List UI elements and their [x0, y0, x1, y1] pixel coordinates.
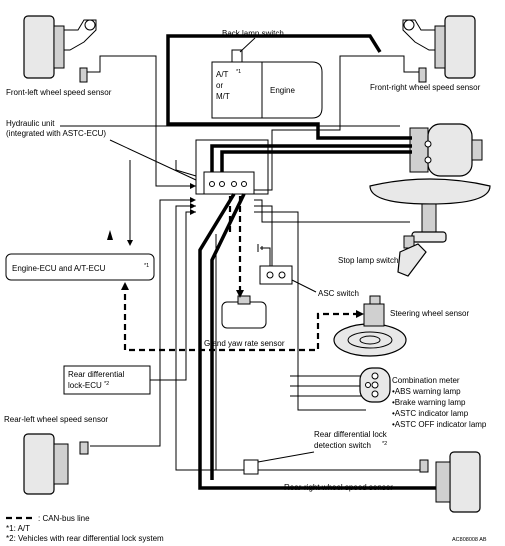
can-bus-lines: [121, 196, 364, 352]
steering-wheel-sensor-label: Steering wheel sensor: [390, 309, 469, 318]
combo-item-abs: •ABS warning lamp: [392, 387, 461, 396]
combo-item-astc-off: •ASTC OFF indicator lamp: [392, 420, 487, 429]
rear-left-wheel: [23, 433, 89, 495]
steering-wheel-sensor: [333, 295, 407, 357]
rear-right-wheel: [419, 451, 481, 513]
at-footnote-mark: *1: [236, 69, 241, 75]
rear-diff-ecu-label-1: Rear differential: [68, 370, 125, 379]
rear-diff-ecu-footnote-mark: *2: [104, 381, 109, 387]
front-right-sensor-label: Front-right wheel speed sensor: [370, 83, 481, 92]
front-left-sensor-label: Front-left wheel speed sensor: [6, 88, 112, 97]
asc-switch: [257, 244, 317, 293]
combo-item-brake: •Brake warning lamp: [392, 398, 466, 407]
mt-label: M/T: [216, 92, 230, 101]
hydraulic-unit-leader: [109, 139, 197, 181]
at-label: A/T: [216, 70, 229, 79]
engine-label: Engine: [270, 86, 295, 95]
can-bus-legend-label: : CAN-bus line: [38, 514, 90, 523]
stop-lamp-switch: [397, 235, 427, 277]
rear-diff-ecu-box: [63, 365, 151, 395]
sensor-wires: [60, 55, 420, 471]
front-right-wheel: [402, 15, 476, 79]
back-lamp-switch-leader: [239, 37, 256, 53]
engine-ecu-label: Engine-ECU and A/T-ECU: [12, 264, 106, 273]
brake-lines: [166, 34, 440, 490]
footnote-1: *1: A/T: [6, 524, 30, 533]
rear-diff-detection-label-1: Rear differential lock: [314, 430, 388, 439]
engine-ecu-box: [5, 253, 155, 281]
g-yaw-rate-sensor: [221, 295, 267, 329]
rear-diff-detection-label-2: detection switch: [314, 441, 371, 450]
combination-meter: [359, 367, 391, 403]
combo-item-astc: •ASTC indicator lamp: [392, 409, 469, 418]
engine-transmission: [211, 49, 323, 119]
g-yaw-rate-sensor-label: G and yaw rate sensor: [204, 339, 285, 348]
front-left-wheel: [23, 15, 97, 79]
rear-diff-ecu-label-2: lock-ECU: [68, 381, 102, 390]
engine-ecu-footnote-mark: *1: [144, 263, 149, 269]
footnote-2: *2: Vehicles with rear differential lock…: [6, 534, 164, 543]
rear-diff-detection-footnote-mark: *2: [382, 441, 387, 447]
input-arrows: [107, 183, 196, 246]
rear-diff-detection-leader: [257, 451, 315, 463]
hydraulic-unit-label-line1: Hydraulic unit: [6, 119, 55, 128]
or-label: or: [216, 81, 223, 90]
rear-left-sensor-label: Rear-left wheel speed sensor: [4, 415, 108, 424]
back-lamp-switch-label: Back lamp switch: [222, 29, 284, 38]
front-left-wheel-speed-sensor: [79, 67, 94, 83]
rear-right-sensor-label: Rear-right wheel speed sensor: [284, 483, 393, 492]
rear-diff-detection-switch: [243, 459, 259, 475]
figure-code: AC808008 AB: [452, 537, 487, 543]
hydraulic-unit: [195, 139, 269, 195]
brake-booster: [369, 123, 491, 243]
stop-lamp-switch-label: Stop lamp switch: [338, 256, 398, 265]
asc-switch-label: ASC switch: [318, 289, 359, 298]
hydraulic-unit-label-line2: (integrated with ASTC-ECU): [6, 129, 106, 138]
front-right-wheel-speed-sensor: [412, 67, 427, 83]
combination-meter-title: Combination meter: [392, 376, 460, 385]
